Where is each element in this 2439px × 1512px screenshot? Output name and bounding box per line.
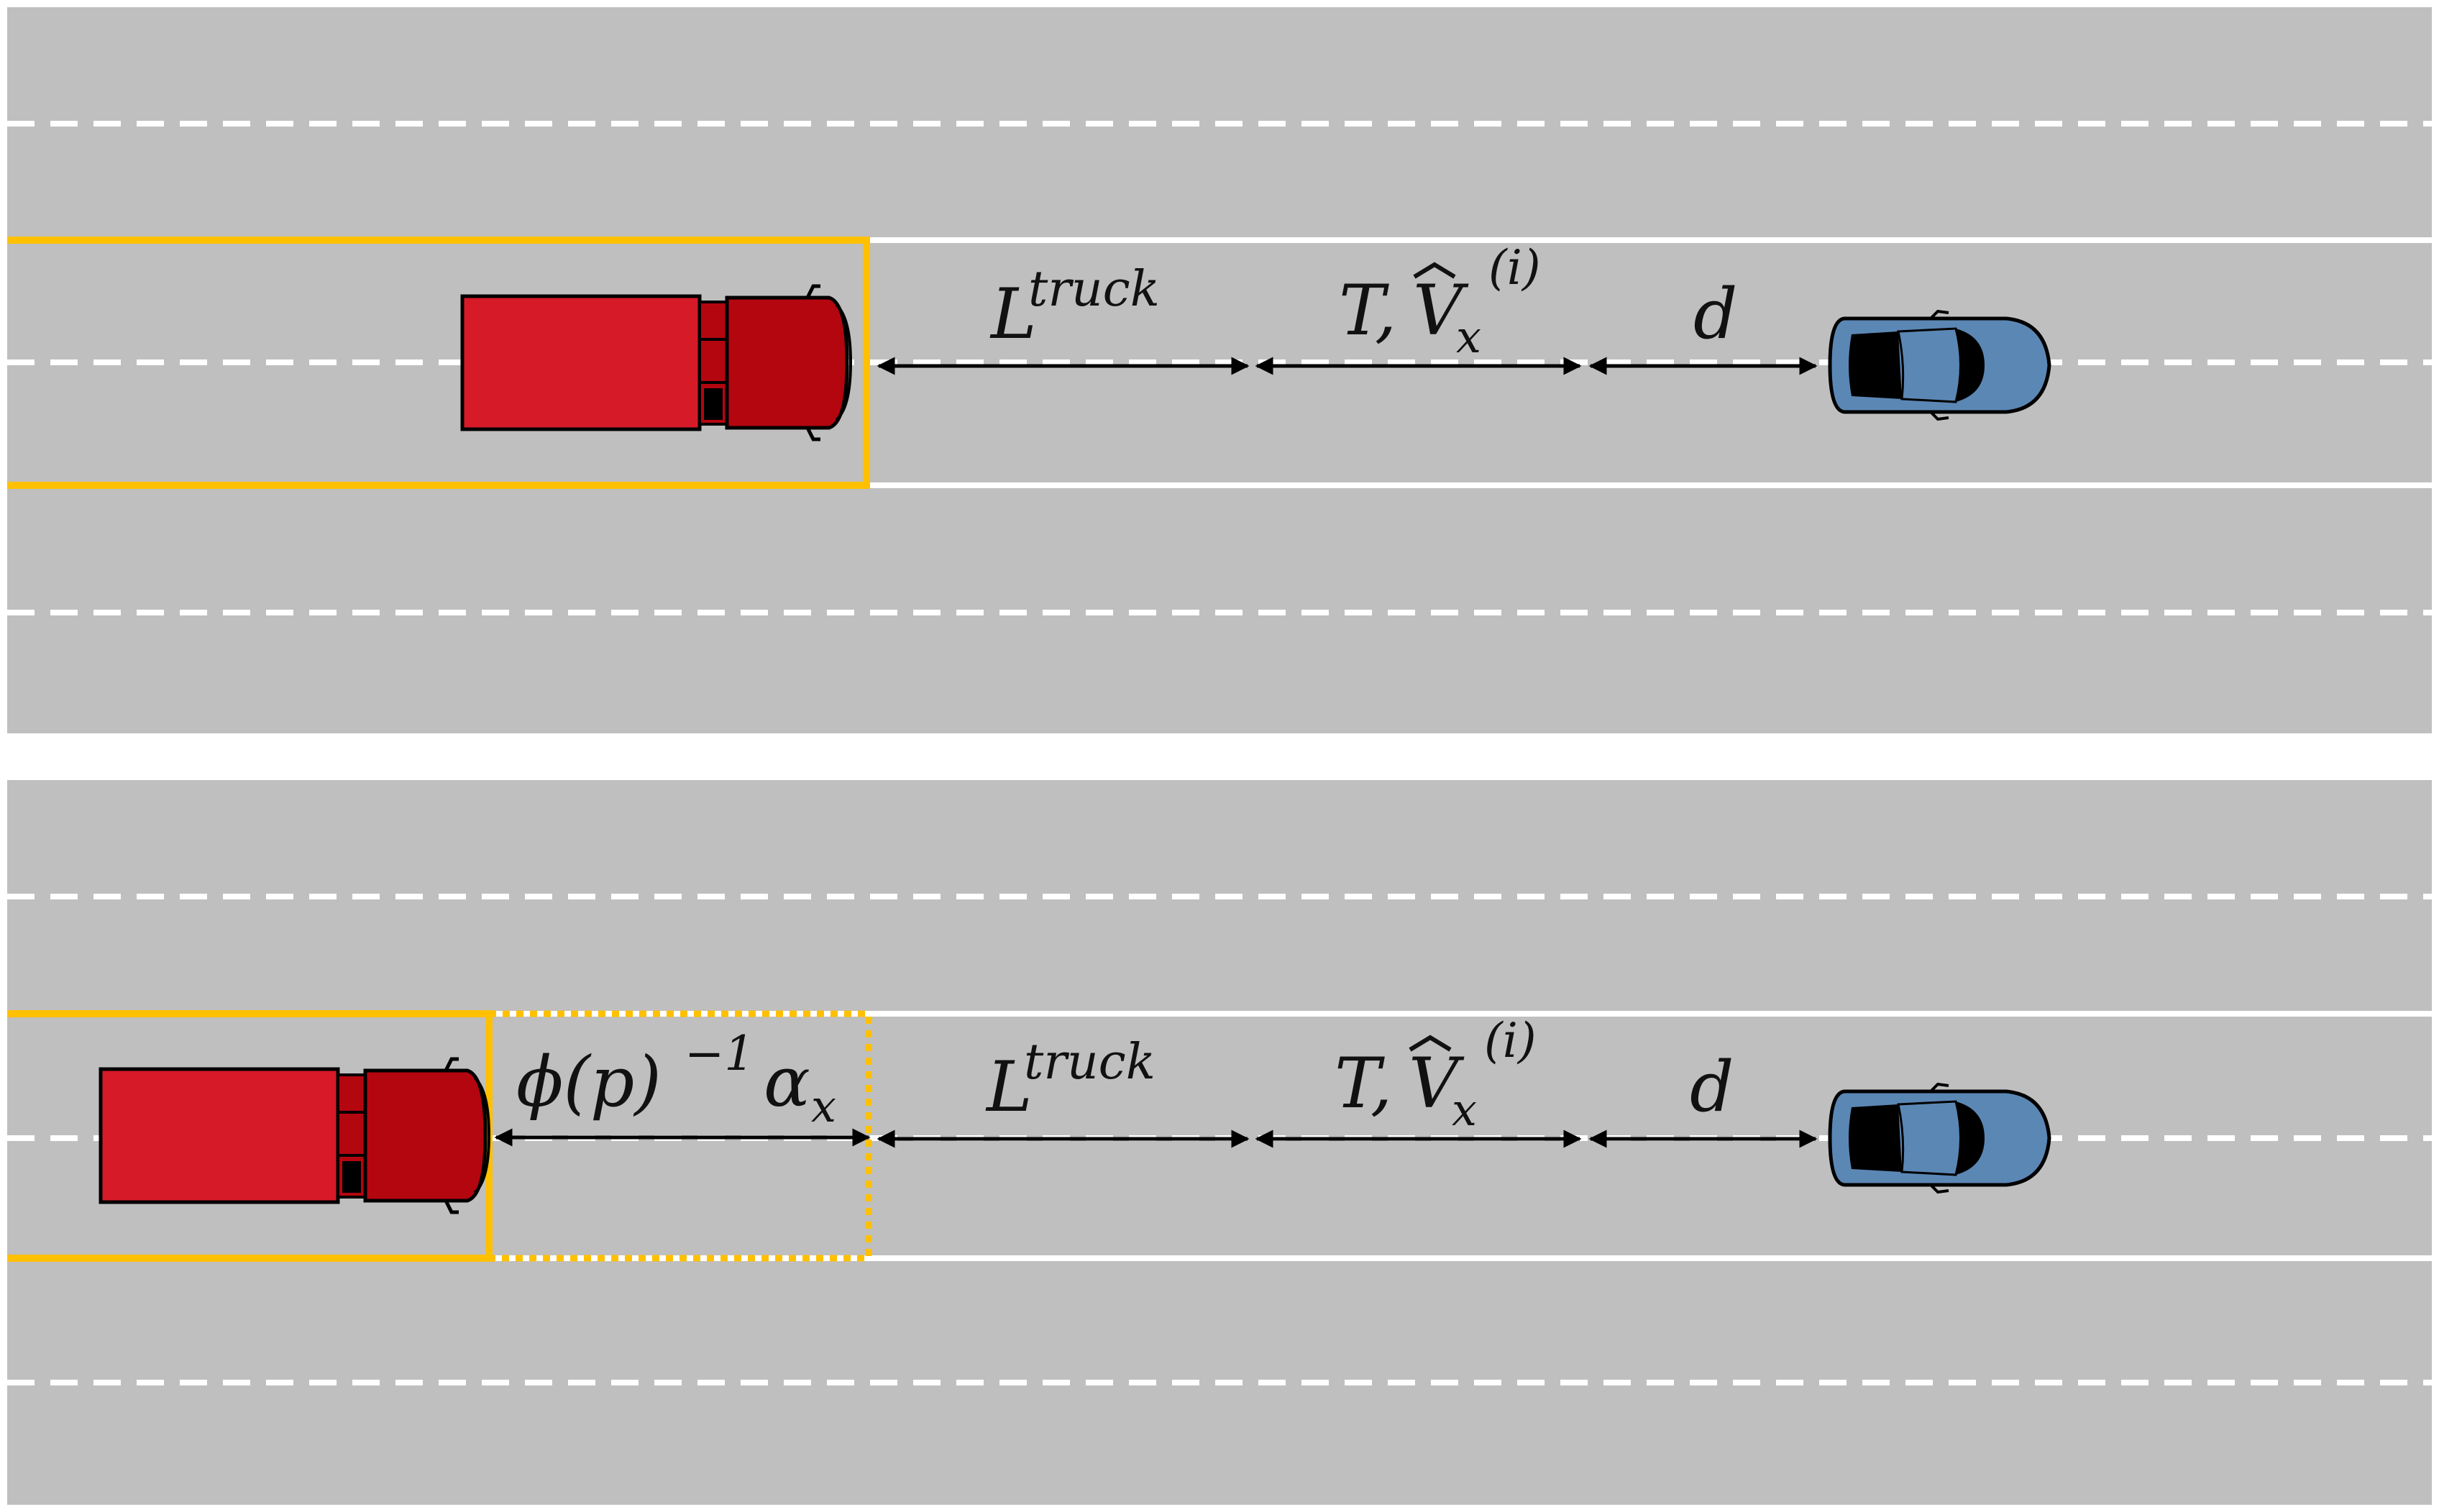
time-speed-superscript: (i) [1484,1013,1537,1068]
hat-accent [1409,1035,1452,1052]
bottom-panel: ϕ(p) −1 α x L truck T, V x (i) d [7,780,2432,1505]
truck-icon [101,1059,489,1212]
truck-length-label: L truck [989,261,1160,354]
margin-alpha-subscript: x [811,1080,836,1132]
time-speed-variable: V [1409,1043,1465,1124]
time-speed-label: T, V x (i) [1335,1013,1537,1136]
truck-length-symbol: L [985,1047,1033,1127]
truck-length-superscript: truck [1024,1034,1156,1091]
time-speed-variable: V [1413,270,1469,351]
truck-length-superscript: truck [1028,261,1160,318]
margin-exponent: −1 [685,1026,754,1081]
road-surface [7,7,2432,733]
time-speed-subscript: x [1456,311,1481,363]
hat-accent [1413,262,1456,279]
truck-length-label: L truck [985,1034,1156,1127]
time-speed-prefix: T, [1335,1043,1392,1124]
distance-label: d [1693,274,1737,354]
panel-separator [0,733,2439,780]
margin-alpha: α [764,1042,810,1122]
safety-margin-label: ϕ(p) −1 α x [516,1026,836,1132]
car-icon [1830,1084,2049,1192]
top-panel: L truck T, V x (i) d [7,7,2432,733]
time-speed-prefix: T, [1339,270,1396,351]
car-icon [1830,311,2049,419]
truck-occupancy-box [7,237,870,489]
margin-phi: ϕ(p) [516,1042,662,1122]
truck-length-symbol: L [989,274,1037,354]
time-speed-subscript: x [1452,1083,1477,1136]
distance-label: d [1690,1047,1734,1127]
time-speed-label: T, V x (i) [1339,240,1541,363]
time-speed-superscript: (i) [1488,240,1541,295]
truck-icon [462,286,851,439]
